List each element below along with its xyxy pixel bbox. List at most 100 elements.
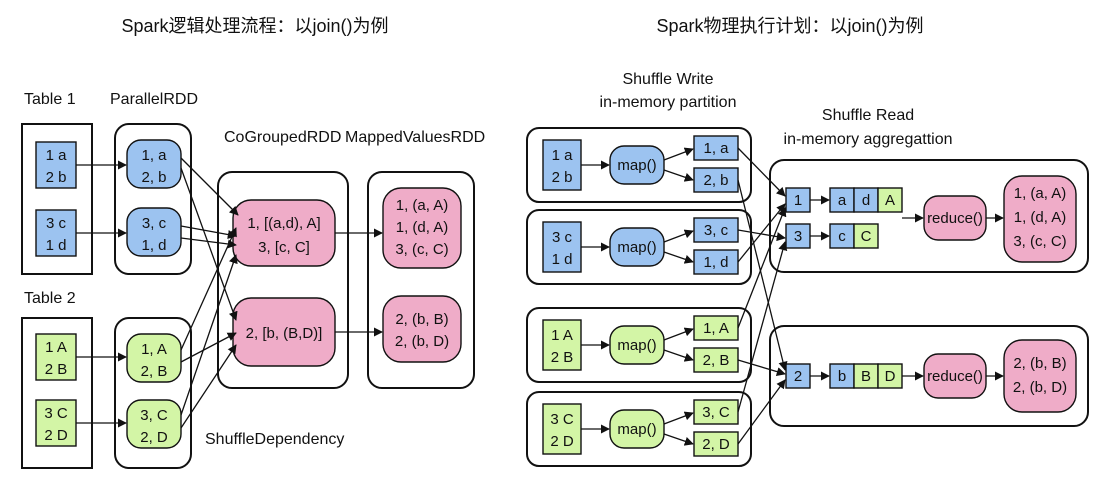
partition-bucket bbox=[693, 249, 739, 275]
map-input-cell: 3 C bbox=[550, 411, 574, 428]
agg-cell-text: d bbox=[862, 192, 870, 209]
cogroupedrdd-cell: 1, [(a,d), A] bbox=[247, 215, 320, 232]
map-input-cell: 1 d bbox=[552, 251, 573, 268]
reduce-output-text: 2, (b, D) bbox=[1013, 379, 1067, 396]
map-input-cell: 1 A bbox=[551, 327, 573, 344]
arrow bbox=[663, 411, 694, 425]
shuffle-arrow bbox=[737, 207, 787, 329]
shuffle-arrow bbox=[737, 179, 788, 371]
reduce-function-label: reduce() bbox=[927, 368, 983, 385]
left-arrows bbox=[76, 157, 383, 429]
parallelrdd2-cell: 1, A bbox=[141, 341, 167, 358]
table2-cell: 2 D bbox=[44, 427, 68, 444]
cogroupedrdd-cell: 3, [c, C] bbox=[258, 239, 310, 256]
shuffle-arrow bbox=[180, 237, 237, 249]
table2-partition-0 bbox=[35, 333, 77, 381]
parallelrdd2-cell: 2, B bbox=[141, 363, 168, 380]
agg-cell-text: D bbox=[885, 368, 896, 385]
map-input-cell: 2 B bbox=[551, 349, 574, 366]
agg-cell bbox=[853, 223, 879, 249]
arrow bbox=[663, 349, 694, 362]
parallelrdd2-cell: 3, C bbox=[140, 407, 168, 424]
shuffle-arrow bbox=[180, 344, 237, 429]
parallelrdd1-cell: 2, b bbox=[141, 169, 166, 186]
mappedvaluesrdd-cell: 2, (b, D) bbox=[395, 333, 449, 350]
partition-bucket-text: 1, A bbox=[703, 320, 729, 337]
map-input bbox=[542, 139, 582, 191]
table2-partition-1 bbox=[35, 399, 77, 447]
partition-bucket-text: 3, C bbox=[702, 404, 730, 421]
reduce-output-text: 3, (c, C) bbox=[1013, 233, 1066, 250]
partition-bucket-text: 1, a bbox=[703, 140, 729, 157]
partition-bucket-text: 2, B bbox=[703, 352, 730, 369]
table1-cell: 1 d bbox=[46, 237, 67, 254]
table1-cell: 2 b bbox=[46, 169, 67, 186]
parallelrdd2: 1, A 2, B 3, C 2, D bbox=[114, 317, 192, 469]
map-task-1: 1 a 2 b map() 1, a 2, b bbox=[526, 127, 752, 203]
parallelrdd2-partition-0 bbox=[126, 333, 182, 383]
agg-cell-text: a bbox=[838, 192, 847, 209]
reduce-function-label: reduce() bbox=[927, 210, 983, 227]
table2-cell: 1 A bbox=[45, 339, 67, 356]
partition-bucket bbox=[693, 135, 739, 161]
parallelrdd2-partition-1 bbox=[126, 399, 182, 449]
cogroupedrdd-cell: 2, [b, (B,D)] bbox=[246, 325, 323, 342]
map-function-label: map() bbox=[617, 157, 656, 174]
agg-cell-text: A bbox=[885, 192, 895, 209]
table1-cell: 1 a bbox=[46, 147, 68, 164]
parallelrdd1: 1, a 2, b 3, c 1, d bbox=[114, 123, 192, 275]
right-title: Spark物理执行计划：以join()为例 bbox=[656, 16, 923, 36]
map-input-cell: 3 c bbox=[552, 229, 573, 246]
map-function bbox=[609, 227, 665, 267]
reduce-output-text: 1, (d, A) bbox=[1014, 209, 1067, 226]
map-input-cell: 2 D bbox=[550, 433, 574, 450]
reduce-key-text: 1 bbox=[794, 192, 802, 209]
agg-cell bbox=[853, 363, 879, 389]
agg-cell-text: b bbox=[838, 368, 846, 385]
shuffle-arrow bbox=[180, 227, 237, 351]
map-task-2: 3 c 1 d map() 3, c 1, d bbox=[526, 209, 752, 285]
map-task-4: 3 C 2 D map() 3, C 2, D bbox=[526, 391, 752, 467]
map-function bbox=[609, 409, 665, 449]
reduce-task-2: 2 b B D reduce() 2, (b, B) 2, (b, D) bbox=[769, 325, 1089, 427]
table2-cell: 3 C bbox=[44, 405, 68, 422]
mappedvaluesrdd-cell: 1, (a, A) bbox=[396, 197, 449, 214]
map-input bbox=[542, 319, 582, 371]
shuffle-write-sublabel: in-memory partition bbox=[600, 94, 737, 111]
shuffle-arrow bbox=[180, 167, 238, 321]
table2-label: Table 2 bbox=[24, 290, 76, 307]
cogroupedrdd-partition-0 bbox=[232, 199, 336, 267]
parallelrdd1-cell: 1, d bbox=[141, 237, 166, 254]
reduce-task-1: 1 3 a d A c C reduce() 1, (a, A) 1, (d, … bbox=[769, 159, 1089, 273]
mappedvaluesrdd-cell: 2, (b, B) bbox=[395, 311, 448, 328]
shuffle-arrow bbox=[737, 203, 786, 263]
arrow bbox=[663, 169, 694, 182]
mappedvaluesrdd-cell: 3, (c, C) bbox=[395, 241, 448, 258]
partition-bucket bbox=[693, 399, 739, 425]
partition-bucket bbox=[693, 315, 739, 341]
table1-partition-1 bbox=[35, 209, 77, 257]
partition-bucket-text: 3, c bbox=[704, 222, 729, 239]
shuffle-arrow bbox=[180, 332, 237, 363]
parallelrdd1-cell: 3, c bbox=[142, 215, 167, 232]
partition-bucket-text: 2, b bbox=[703, 172, 728, 189]
shuffle-arrow bbox=[737, 359, 786, 377]
shuffle-read-sublabel: in-memory aggregattion bbox=[784, 131, 953, 148]
parallelrdd1-partition-0 bbox=[126, 139, 182, 189]
parallelrdd2-cell: 2, D bbox=[140, 429, 168, 446]
reduce-output bbox=[1003, 175, 1077, 263]
reduce-output-text: 1, (a, A) bbox=[1014, 185, 1067, 202]
reduce-output bbox=[1003, 339, 1077, 413]
left-title: Spark逻辑处理流程：以join()为例 bbox=[121, 16, 388, 36]
shuffle-read-label: Shuffle Read bbox=[822, 107, 914, 124]
table1-label: Table 1 bbox=[24, 91, 76, 108]
arrow bbox=[663, 147, 694, 161]
shuffle-write-label: Shuffle Write bbox=[622, 71, 713, 88]
table1-partition-0 bbox=[35, 141, 77, 189]
map-function bbox=[609, 325, 665, 365]
arrow bbox=[663, 433, 694, 446]
map-input-cell: 2 b bbox=[552, 169, 573, 186]
reduce-key bbox=[785, 363, 811, 389]
